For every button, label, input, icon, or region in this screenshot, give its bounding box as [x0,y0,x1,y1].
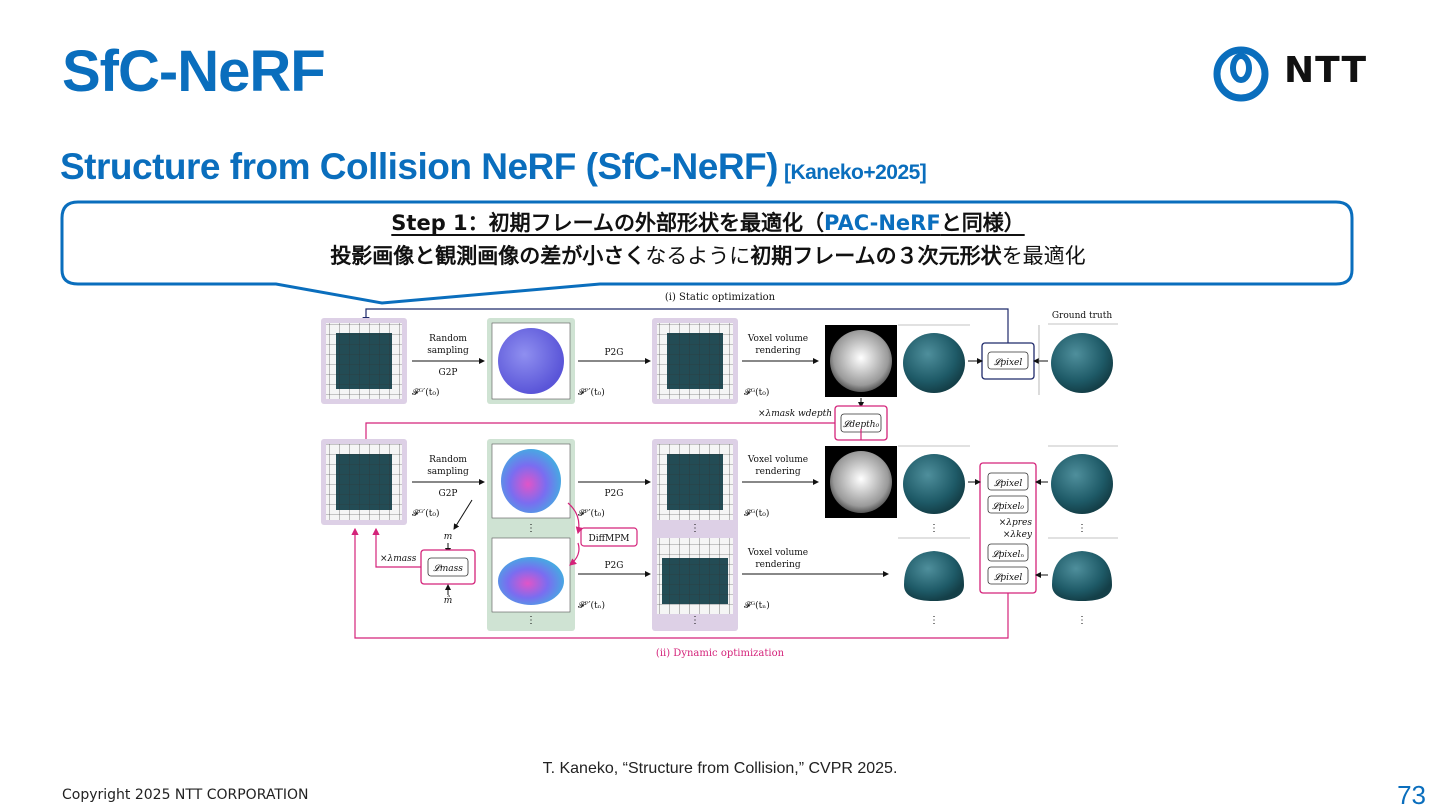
callout-step-a: Step 1：初期フレームの外部形状を最適化（ [391,211,825,235]
label-p2g-3: P2G [605,561,624,571]
gt-shape-tn [1052,551,1112,601]
ntt-logo-icon [1213,46,1269,102]
gt-sphere-t0 [1051,454,1113,514]
label-fp-1: 𝓕ᴾ′(t₀) [578,387,605,398]
label-p2g-2: P2G [605,489,624,499]
label-lpixel-2: 𝓛pixel [994,573,1023,583]
logo-wordmark: NTT [1284,50,1368,91]
label-m: m [444,532,453,542]
dots-grid: ⋮ [690,523,700,534]
callout-desc-a: 投影画像と観測画像の差が小さく [330,244,646,268]
label-lmass: 𝓛mass [433,564,463,574]
label-diffmpm: DiffMPM [589,534,630,544]
label-rendering-3: rendering [755,560,800,570]
label-voxel-1: Voxel volume [747,334,808,344]
page-number: 73 [1397,780,1426,810]
subtitle-text: Structure from Collision NeRF (SfC-NeRF) [60,146,778,187]
dots-particle: ⋮ [526,523,536,534]
label-rendering-1: rendering [755,346,800,356]
dots-render-2: ⋮ [929,615,939,626]
callout-step-link: PAC-NeRF [824,211,941,235]
label-g2p-2: G2P [439,489,458,499]
particle-shape-tn [498,557,564,605]
label-lpixel0: 𝓛pixel₀ [992,502,1024,512]
label-fg-1: 𝓕ᴳ′(t₀) [412,387,439,398]
diffmpm-box [580,527,638,547]
label-lpixel-static: 𝓛pixel [994,358,1023,368]
label-sampling-2: sampling [427,467,469,477]
callout-desc-b: なるように [645,244,751,268]
slide-title: SfC-NeRF [62,39,326,104]
label-wdepth: ×λmask wdepth [758,409,832,419]
reference: T. Kaneko, “Structure from Collision,” C… [542,760,898,777]
label-g2p-1: G2P [439,368,458,378]
label-fp-3: 𝓕ᴾ′(tₙ) [578,600,605,611]
label-voxel-3: Voxel volume [747,548,808,558]
gt-sphere-static [1051,333,1113,393]
callout-step: Step 1：初期フレームの外部形状を最適化（PAC-NeRFと同様） [64,206,1352,240]
rendered-sphere-static [903,333,965,393]
rendered-sphere-t0 [903,454,965,514]
callout-desc-d: を最適化 [1001,244,1086,268]
label-voxel-2: Voxel volume [747,455,808,465]
subtitle: Structure from Collision NeRF (SfC-NeRF)… [60,146,927,188]
rendered-shape-tn [904,551,964,601]
label-fg2-2: 𝓕ᴳ(t₀) [744,508,769,519]
callout-desc-c: 初期フレームの３次元形状 [750,244,1002,268]
label-lpixel-1: 𝓛pixel [994,479,1023,489]
ground-truth-label: Ground truth [1052,311,1112,321]
label-wpres: ×λpres [999,518,1033,528]
label-random-2: Random [429,455,467,465]
callout-text: Step 1：初期フレームの外部形状を最適化（PAC-NeRFと同様） 投影画像… [64,206,1352,272]
callout-step-end: と同様） [940,211,1025,235]
ntt-logo: NTT [1212,44,1372,104]
label-sampling-1: sampling [427,346,469,356]
label-lpixeln: 𝓛pixelₙ [992,550,1024,560]
callout-desc: 投影画像と観測画像の差が小さくなるように初期フレームの３次元形状を最適化 [64,240,1352,272]
particle-shape-t0 [501,449,561,513]
dynamic-title: (ii) Dynamic optimization [656,648,785,659]
label-fp-2: 𝓕ᴾ′(t₀) [578,508,605,519]
subtitle-ref: [Kaneko+2025] [783,161,927,184]
label-p2g-1: P2G [605,348,624,358]
static-title: (i) Static optimization [665,292,776,303]
particle-sphere-static [498,328,564,394]
label-rendering-2: rendering [755,467,800,477]
dots-particle-2: ⋮ [526,615,536,626]
label-fg2-1: 𝓕ᴳ(t₀) [744,387,769,398]
label-wmass: ×λmass [380,554,417,564]
dots-grid-2: ⋮ [690,615,700,626]
label-ldepth: 𝓛depth₀ [843,420,880,430]
label-fg-2: 𝓕ᴳ′(t₀) [412,508,439,519]
dots-gt: ⋮ [1077,523,1087,534]
pipeline-diagram: (i) Static optimization (ii) Dynamic opt… [321,292,1118,659]
dots-render: ⋮ [929,523,939,534]
dots-gt-2: ⋮ [1077,615,1087,626]
copyright: Copyright 2025 NTT CORPORATION [62,787,309,803]
label-mhat: m̂ [444,595,453,606]
label-fg2-3: 𝓕ᴳ(tₙ) [744,600,770,611]
label-wkey: ×λkey [1003,530,1033,540]
label-random-1: Random [429,334,467,344]
